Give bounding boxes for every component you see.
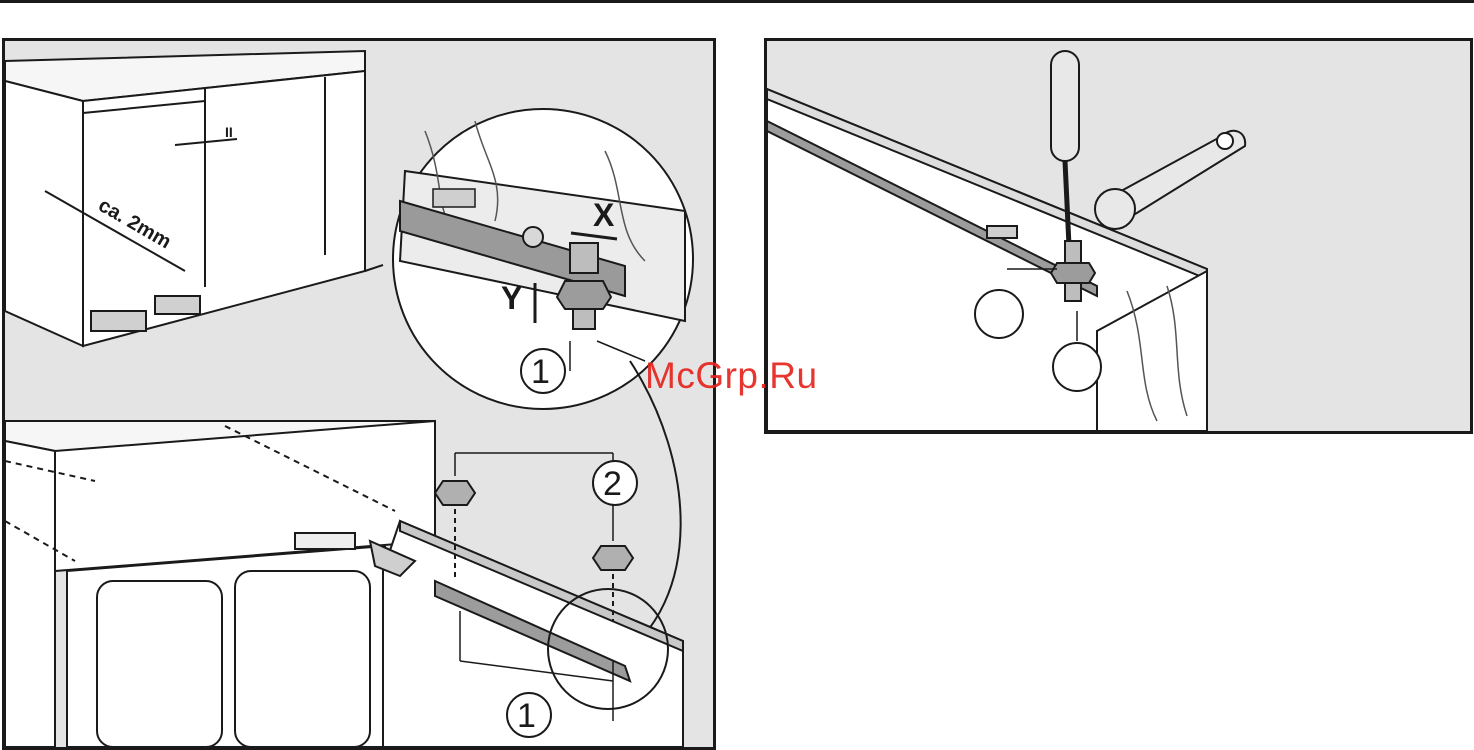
parallel-mark: II (225, 124, 233, 140)
wrench-icon (1095, 131, 1245, 229)
svg-text:1: 1 (531, 353, 550, 391)
axis-y-label: Y (501, 280, 522, 316)
callout-1-bottom: 1 (507, 693, 551, 737)
svg-text:2: 2 (603, 465, 622, 503)
svg-text:1: 1 (517, 697, 536, 735)
callout-1-top: 1 (521, 349, 565, 393)
panel-left-installation-diagram: ca. 2mm II X Y 1 (2, 38, 716, 750)
appliance-door-drawing (5, 421, 683, 747)
callout-blank-b (1053, 343, 1101, 391)
callout-blank-a (975, 290, 1023, 338)
kitchen-cabinet-drawing (5, 51, 383, 346)
panel-right-adjustment-diagram (764, 38, 1473, 434)
door-panel-drawing (767, 89, 1207, 431)
axis-x-label: X (593, 197, 615, 233)
top-rule (0, 0, 1474, 3)
callout-2: 2 (593, 461, 637, 505)
left-diagram-svg: ca. 2mm II X Y 1 (5, 41, 713, 747)
right-diagram-svg (767, 41, 1470, 431)
